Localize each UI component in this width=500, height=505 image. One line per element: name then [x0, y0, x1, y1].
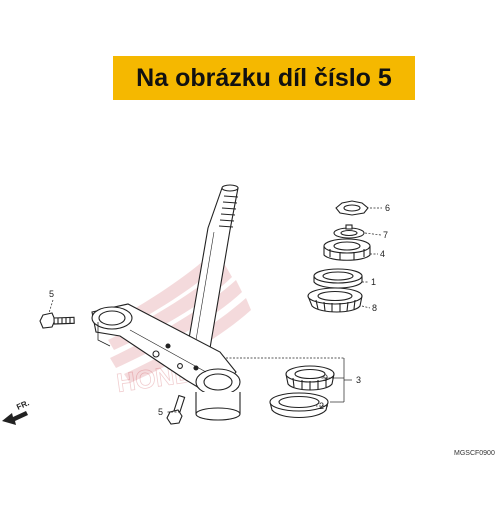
banner-text: Na obrázku díl číslo 5 — [136, 63, 392, 92]
callout-locknut: 6 — [385, 203, 390, 213]
bottom-bridge — [91, 303, 241, 421]
bolt-part-5-upper — [39, 312, 75, 329]
callout-bolt-lower: 5 — [158, 407, 163, 417]
steering-stem — [185, 184, 239, 361]
callout-lower-bearing: 9 — [323, 373, 328, 383]
adjusting-nut-part-4 — [323, 238, 371, 261]
callout-lower-dust-seal: 2 — [319, 401, 324, 411]
callout-lock-washer: 7 — [383, 230, 388, 240]
lock-washer-part-7 — [333, 224, 365, 239]
callout-upper-bearing: 8 — [372, 303, 377, 313]
callout-dust-seal: 1 — [371, 277, 376, 287]
front-marker-label: FR. — [15, 398, 30, 411]
lower-dust-seal-part-2 — [269, 392, 329, 419]
leader-bolt-upper — [48, 299, 54, 314]
part-number-banner: Na obrázku díl číslo 5 — [113, 56, 415, 100]
leader-upper-bearing — [361, 305, 371, 309]
callout-bolt-upper: 5 — [49, 289, 54, 299]
dust-seal-part-1 — [313, 268, 363, 289]
callout-adjusting-nut: 4 — [380, 249, 385, 259]
leader-lock-washer — [364, 232, 382, 236]
upper-bearing-part-8 — [307, 287, 363, 313]
group-bracket-part-3 — [226, 357, 352, 403]
bolt-part-5-lower — [166, 394, 186, 425]
locknut-part-6 — [335, 200, 369, 216]
callout-lower-group: 3 — [356, 375, 361, 385]
front-arrow-icon — [2, 411, 28, 425]
drawing-code: MGSCF0900 — [454, 450, 495, 457]
